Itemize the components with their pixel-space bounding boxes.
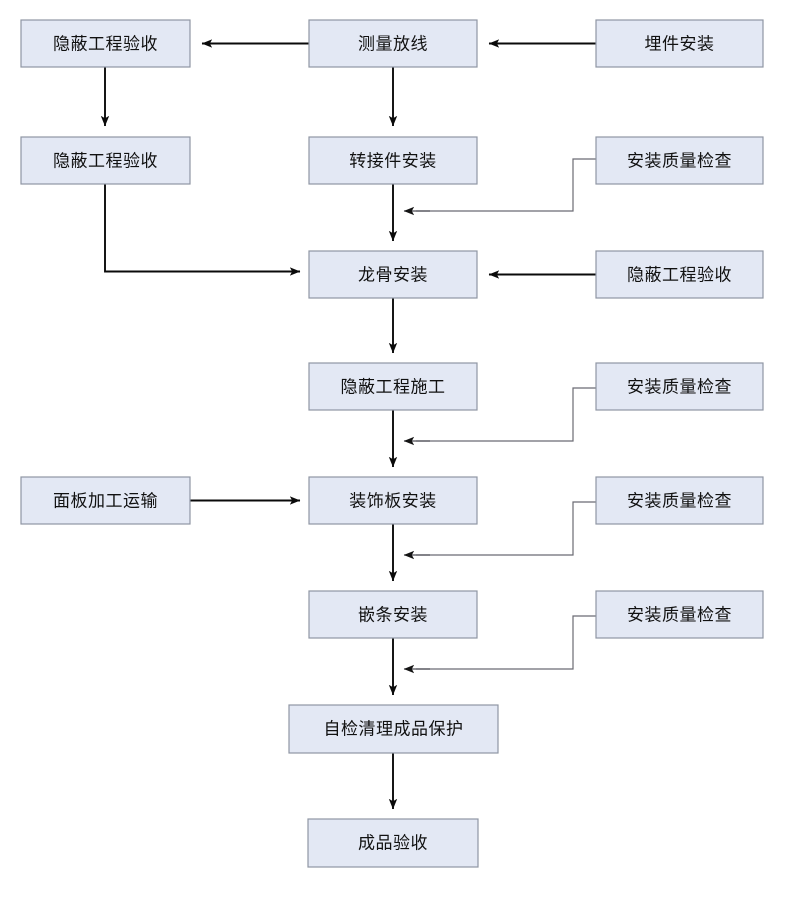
node-label: 安装质量检查 (627, 152, 732, 172)
node-celiang-fangxian[interactable]: 测量放线 (308, 19, 478, 68)
node-label: 自检清理成品保护 (324, 720, 464, 740)
node-layer: 隐蔽工程验收 测量放线 埋件安装 隐蔽工程验收 转接件安装 安装质量检查 (20, 19, 764, 868)
node-label: 转接件安装 (349, 152, 437, 172)
node-longgu-anzhuang[interactable]: 龙骨安装 (308, 250, 478, 299)
node-chengpin-yanshou[interactable]: 成品验收 (307, 818, 479, 868)
node-label: 测量放线 (358, 35, 428, 55)
node-label: 嵌条安装 (358, 606, 428, 626)
node-zijian-qingli-chengpin-baohu[interactable]: 自检清理成品保护 (288, 704, 499, 754)
node-label: 成品验收 (358, 834, 428, 854)
edge-yinbi2-to-longgu (104, 184, 288, 273)
node-label: 安装质量检查 (627, 606, 732, 626)
node-zhuangshiban-anzhuang[interactable]: 装饰板安装 (308, 476, 478, 525)
node-anzhuang-zhiliang-jiancha-1[interactable]: 安装质量检查 (595, 136, 764, 185)
node-anzhuang-zhiliang-jiancha-3[interactable]: 安装质量检查 (595, 476, 764, 525)
node-yinbi-gongcheng-shigong[interactable]: 隐蔽工程施工 (308, 362, 478, 411)
node-label: 埋件安装 (645, 35, 715, 55)
node-yinbi-gongcheng-yanshou-3[interactable]: 隐蔽工程验收 (595, 250, 764, 299)
node-maijian-anzhuang[interactable]: 埋件安装 (595, 19, 764, 68)
node-anzhuang-zhiliang-jiancha-2[interactable]: 安装质量检查 (595, 362, 764, 411)
node-qiantiao-anzhuang[interactable]: 嵌条安装 (308, 590, 478, 639)
node-label: 装饰板安装 (349, 492, 437, 512)
node-anzhuang-zhiliang-jiancha-4[interactable]: 安装质量检查 (595, 590, 764, 639)
node-label: 龙骨安装 (358, 266, 428, 286)
node-yinbi-gongcheng-yanshou-1[interactable]: 隐蔽工程验收 (20, 19, 191, 68)
node-label: 隐蔽工程验收 (53, 35, 158, 55)
node-label: 隐蔽工程验收 (627, 266, 732, 286)
node-zhuanjiejian-anzhuang[interactable]: 转接件安装 (308, 136, 478, 185)
node-label: 安装质量检查 (627, 378, 732, 398)
edge-layer (100, 39, 596, 810)
edge-check1-hook (416, 158, 596, 212)
node-label: 安装质量检查 (627, 492, 732, 512)
edge-check4-hook (416, 615, 596, 670)
node-label: 隐蔽工程施工 (341, 378, 446, 398)
edge-check3-hook (416, 501, 596, 556)
node-mianban-jiagong-yunshu[interactable]: 面板加工运输 (20, 476, 191, 525)
node-label: 隐蔽工程验收 (53, 152, 158, 172)
node-yinbi-gongcheng-yanshou-2[interactable]: 隐蔽工程验收 (20, 136, 191, 185)
edge-check2-hook (416, 387, 596, 442)
node-label: 面板加工运输 (53, 492, 158, 512)
